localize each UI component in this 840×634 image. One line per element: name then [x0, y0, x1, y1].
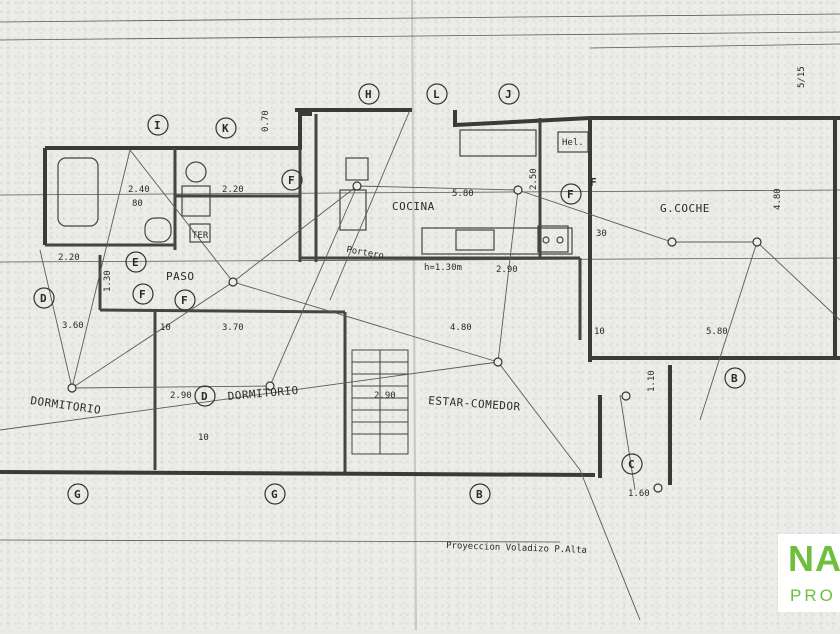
- axis-label-g1: G: [74, 488, 81, 501]
- axis-label-g2: G: [271, 488, 278, 501]
- dim-10b: 10: [594, 327, 605, 337]
- dim-110: 1.10: [647, 370, 657, 392]
- dim-515: 5/15: [797, 66, 807, 88]
- dim-580b: 5.80: [706, 327, 728, 337]
- kitchen-fixtures: [339, 129, 589, 255]
- light-points: [67, 181, 762, 493]
- paper-crease: [411, 0, 417, 631]
- dim-10a: 10: [160, 323, 171, 333]
- dim-10c: 10: [198, 433, 209, 443]
- axis-label-b2: B: [476, 488, 483, 501]
- axis-bubbles: [33, 83, 746, 505]
- exterior-walls: [0, 108, 840, 485]
- room-label-paso: PASO: [166, 270, 195, 283]
- dim-80: 80: [132, 199, 143, 209]
- logo-line1: NAS: [788, 538, 840, 579]
- stairs: [351, 349, 409, 455]
- interior-walls: [45, 114, 582, 472]
- axis-label-k: K: [222, 122, 229, 135]
- axis-label-b1: B: [731, 372, 738, 385]
- watermark-logo: NAS PRO: [778, 534, 840, 612]
- dim-30: 30: [596, 229, 607, 239]
- axis-label-f5: F: [590, 176, 597, 189]
- axis-label-c: C: [628, 458, 635, 471]
- axis-label-h: H: [365, 88, 372, 101]
- room-label-dormitorio-center: DORMITORIO: [227, 384, 299, 403]
- dim-480a: 4.80: [450, 323, 472, 333]
- axis-label-f1: F: [288, 174, 295, 187]
- axis-label-f4: F: [181, 294, 188, 307]
- room-label-garage: G.COCHE: [660, 202, 710, 215]
- dim-cocina-height: h=1.30m: [424, 263, 462, 273]
- dim-070: 0.70: [261, 110, 271, 132]
- axis-label-i: I: [154, 119, 161, 132]
- axis-label-d2: D: [201, 390, 208, 403]
- dim-580a: 5.80: [452, 189, 474, 199]
- axis-label-e: E: [132, 256, 139, 269]
- axis-label-f3: F: [139, 288, 146, 301]
- electrical-lines: [0, 109, 840, 621]
- room-label-cocina: COCINA: [392, 200, 435, 213]
- axis-label-l: L: [433, 88, 440, 101]
- logo-line2: PRO: [790, 586, 836, 605]
- dim-290a: 2.90: [496, 265, 518, 275]
- dim-370: 3.70: [222, 323, 244, 333]
- fixture-label-ter: TER: [192, 231, 209, 241]
- dim-220a: 2.20: [222, 185, 244, 195]
- dim-240: 2.40: [128, 185, 150, 195]
- fixture-label-hel: Hel.: [562, 138, 584, 148]
- axis-label-f2: F: [567, 188, 574, 201]
- axis-label-j: J: [505, 88, 512, 101]
- dim-250: 2.50: [529, 168, 539, 190]
- dim-480b: 4.80: [773, 188, 783, 210]
- dim-290b: 2.90: [374, 391, 396, 401]
- top-dimension-lines: [0, 13, 840, 543]
- dim-290c: 2.90: [170, 391, 192, 401]
- dim-160: 1.60: [628, 489, 650, 499]
- room-label-dormitorio-left: DORMITORIO: [30, 394, 102, 417]
- projection-note: Proyeccion Voladizo P.Alta: [446, 541, 587, 556]
- room-label-estar-comedor: ESTAR-COMEDOR: [428, 394, 521, 413]
- dim-360: 3.60: [62, 321, 84, 331]
- dim-130: 1.30: [103, 270, 113, 292]
- dim-220b: 2.20: [58, 253, 80, 263]
- axis-label-d1: D: [40, 292, 47, 305]
- bathroom-fixtures: [57, 157, 211, 243]
